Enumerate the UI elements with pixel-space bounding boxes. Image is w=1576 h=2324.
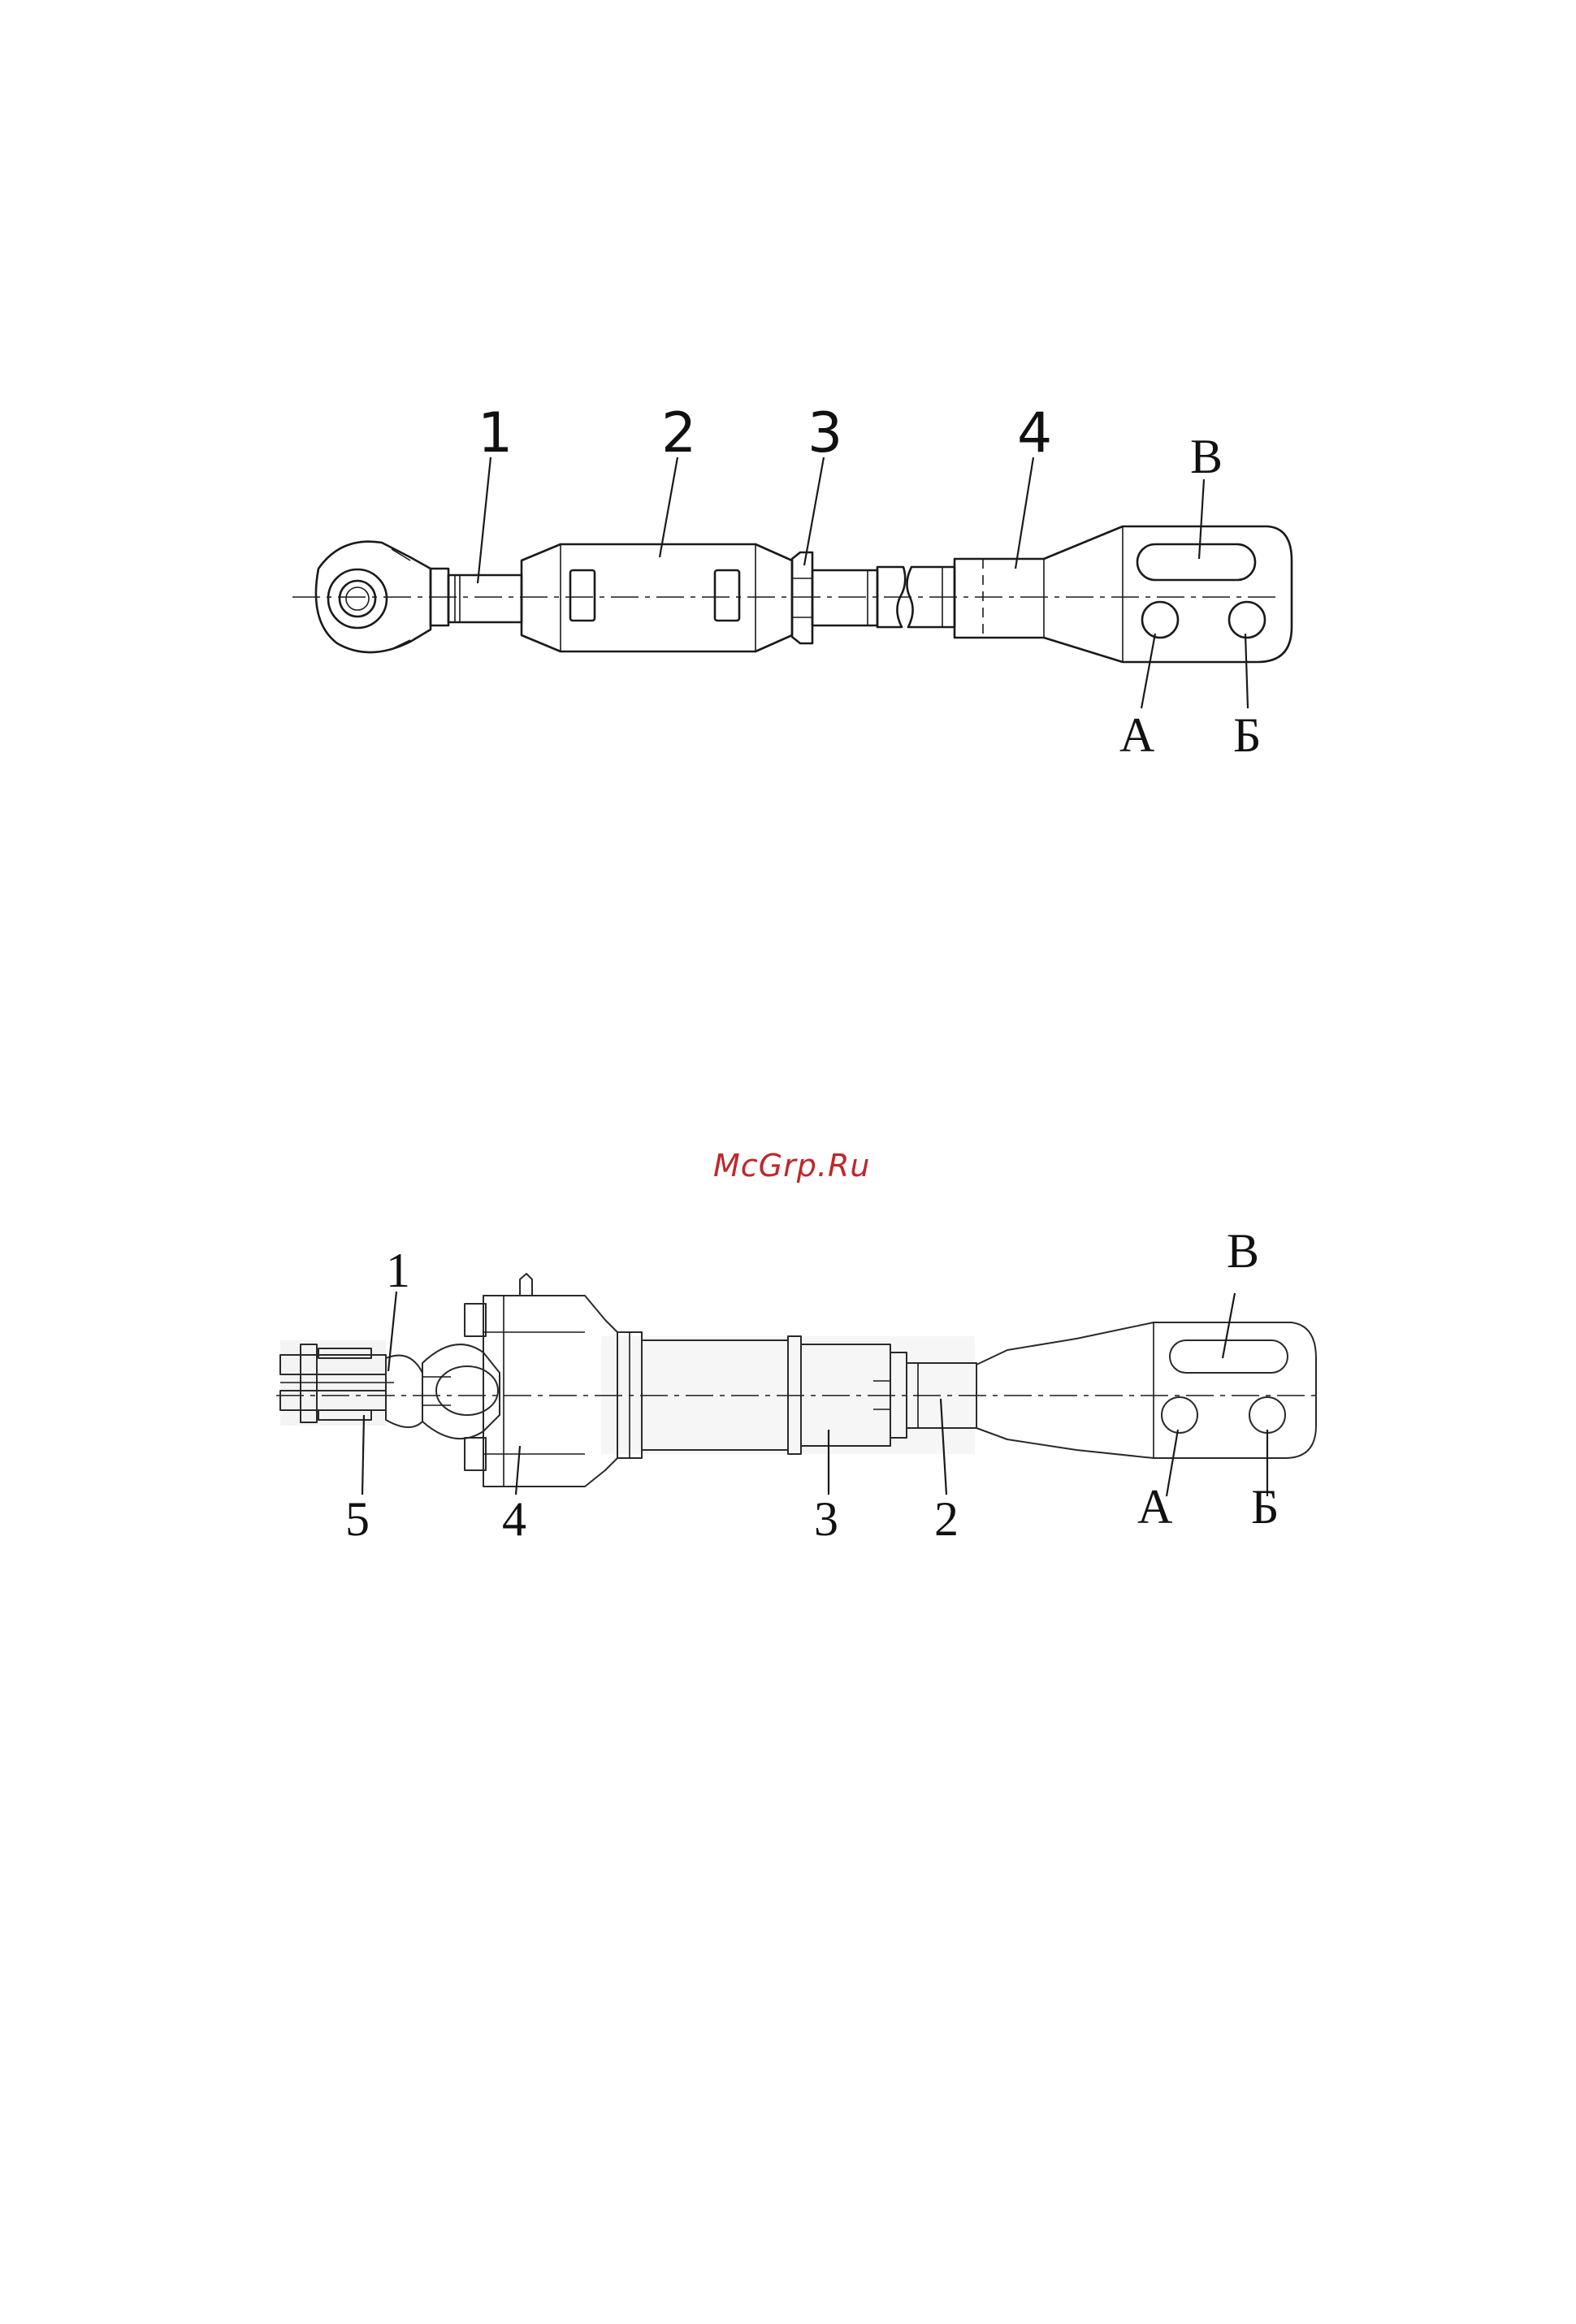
hole-a xyxy=(1142,602,1178,638)
label-hole-a: А xyxy=(1119,708,1154,762)
callout-3: 3 xyxy=(807,401,842,465)
label-hole-v: В xyxy=(1190,430,1223,483)
hole-b xyxy=(1229,602,1265,638)
callout-2: 2 xyxy=(661,401,696,465)
link-end-bracket xyxy=(955,526,1292,662)
slot-v xyxy=(1137,544,1255,580)
label-hole-b: Б xyxy=(1233,708,1261,762)
label-hole-b-2: Б xyxy=(1251,1480,1279,1534)
callout-4: 4 xyxy=(502,1492,526,1546)
callout-leaders xyxy=(478,457,1248,708)
callout-2: 2 xyxy=(934,1492,959,1546)
callout-5: 5 xyxy=(345,1492,370,1546)
lock-nut xyxy=(792,552,812,643)
callout-4: 4 xyxy=(1017,401,1052,465)
label-hole-v-2: В xyxy=(1227,1224,1259,1278)
callout-1: 1 xyxy=(386,1244,410,1297)
label-hole-a-2: А xyxy=(1137,1480,1172,1534)
turnbuckle-body xyxy=(522,544,792,651)
rod-end-bracket xyxy=(976,1322,1316,1458)
callout-3: 3 xyxy=(814,1492,838,1546)
callout-1: 1 xyxy=(478,401,513,465)
hole-b-2 xyxy=(1249,1397,1285,1433)
figure-2-hydraulic-link: 1 5 4 3 2 В А Б xyxy=(276,1224,1320,1546)
cylinder-head xyxy=(465,1274,617,1487)
hole-a-2 xyxy=(1162,1397,1197,1433)
figure-1-upper-link: 1 2 3 4 В А Б xyxy=(292,401,1292,762)
slot-v-2 xyxy=(1170,1340,1288,1373)
watermark: McGrp.Ru xyxy=(713,1148,870,1184)
